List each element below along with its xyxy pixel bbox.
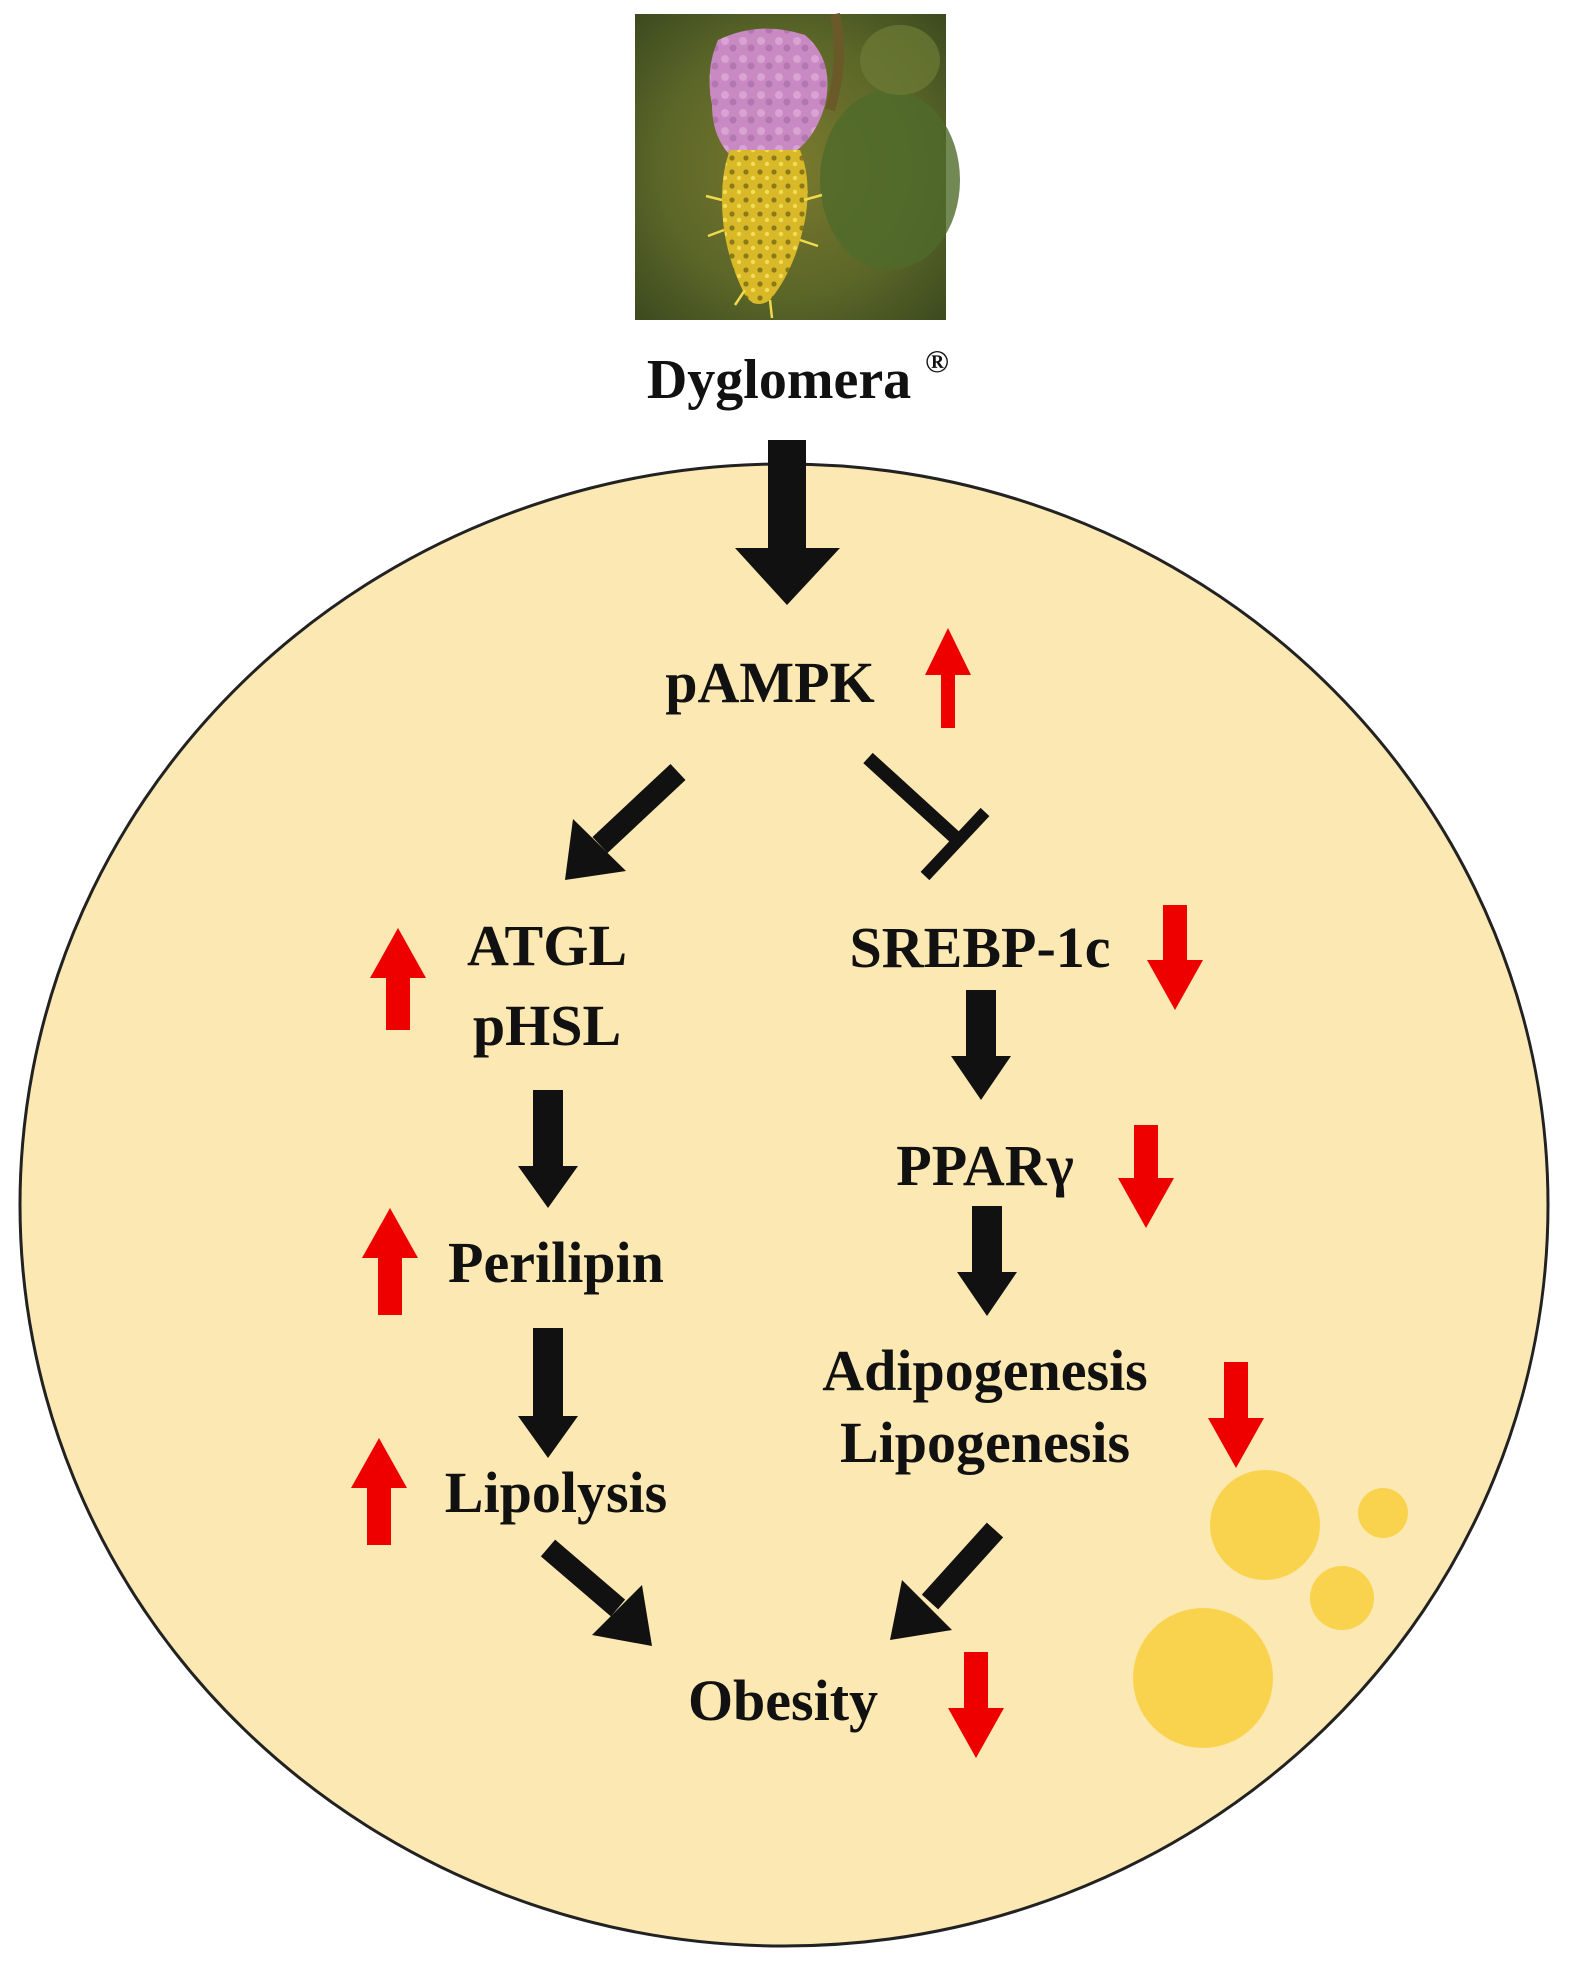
label-srebp: SREBP-1c	[850, 915, 1111, 980]
arrow-atgl-to-perilipin	[518, 1090, 578, 1208]
label-adipogenesis: Adipogenesis	[822, 1338, 1148, 1403]
arrow-srebp-to-ppar	[951, 990, 1011, 1100]
arrow-dyglomera-to-pampk	[735, 440, 840, 605]
label-pampk: pAMPK	[665, 650, 874, 715]
label-ppar: PPARγ	[896, 1133, 1073, 1198]
down-arrow-srebp-icon	[1147, 905, 1203, 1010]
down-arrow-ppar-icon	[1118, 1125, 1174, 1228]
arrow-lipolysis-to-obesity	[540, 1539, 652, 1646]
label-perilipin: Perilipin	[448, 1230, 664, 1295]
label-atgl: ATGL	[467, 913, 627, 978]
arrow-ppar-to-adipogenesis	[957, 1206, 1017, 1316]
registered-mark: ®	[925, 343, 949, 379]
fat-droplets-icon	[1133, 1470, 1408, 1748]
inhibit-pampk-to-srebp	[863, 752, 990, 881]
arrow-perilipin-to-lipolysis	[518, 1328, 578, 1458]
up-arrow-lipolysis-icon	[351, 1438, 407, 1545]
label-phsl: pHSL	[473, 993, 621, 1058]
down-arrow-adipogenesis-icon	[1208, 1362, 1264, 1468]
up-arrow-perilipin-icon	[362, 1208, 418, 1315]
product-name: Dyglomera	[647, 349, 911, 411]
up-arrow-atgl-icon	[370, 928, 426, 1030]
plant-photo	[635, 12, 960, 320]
down-arrow-obesity-icon	[948, 1652, 1004, 1758]
up-arrow-pampk-icon	[925, 628, 971, 728]
arrow-pampk-to-atgl	[565, 763, 686, 880]
label-lipolysis: Lipolysis	[445, 1460, 667, 1525]
label-obesity: Obesity	[688, 1668, 878, 1733]
label-lipogenesis: Lipogenesis	[840, 1410, 1130, 1475]
arrow-adipogenesis-to-obesity	[890, 1522, 1004, 1640]
product-title: Dyglomera ®	[647, 343, 949, 411]
